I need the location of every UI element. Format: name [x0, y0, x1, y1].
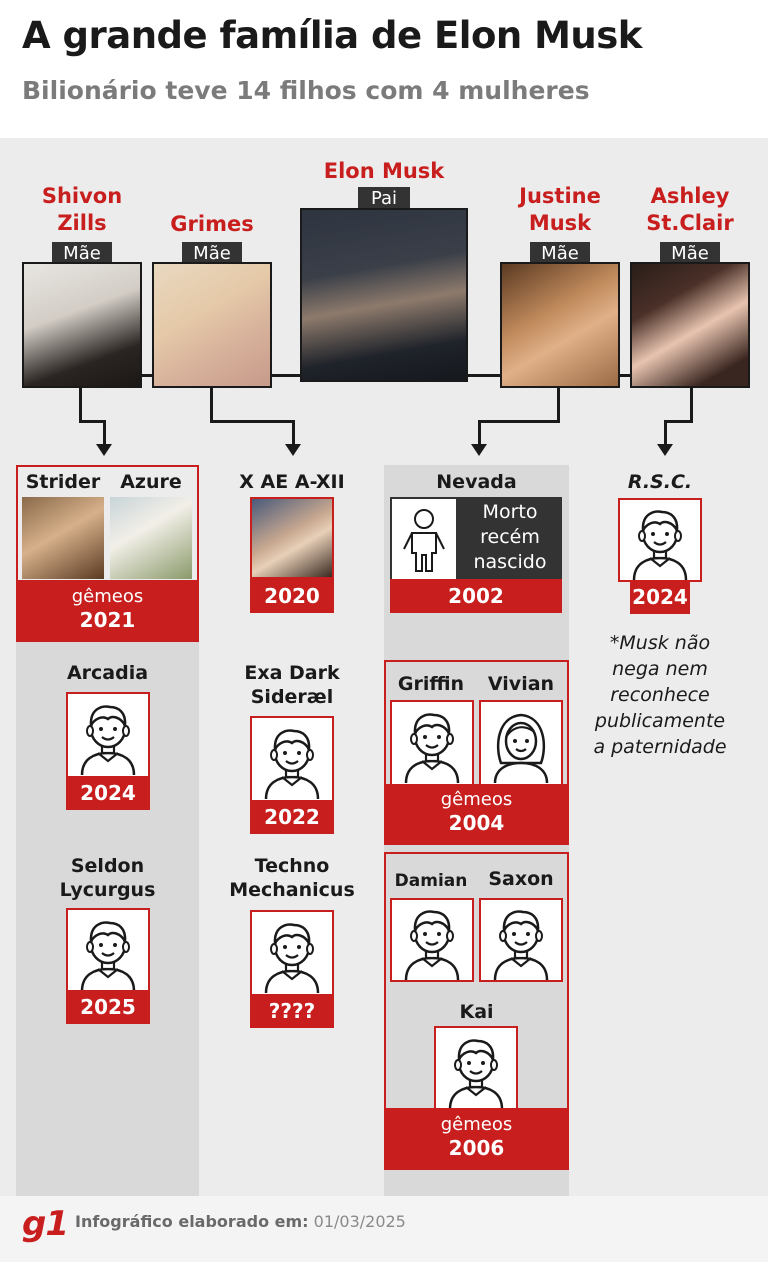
avatar-seldon	[66, 908, 150, 994]
paternity-note: *Musk não nega nem reconhece publicament…	[593, 632, 727, 758]
year-badge-2006: gêmeos 2006	[384, 1108, 569, 1170]
photo-elon	[300, 208, 468, 382]
photo-justine	[500, 262, 620, 388]
child-name-seldon: Seldon Lycurgus	[59, 855, 156, 901]
credit-date: 01/03/2025	[313, 1212, 406, 1231]
photo-xae	[250, 497, 334, 579]
child-name-azure: Azure	[120, 471, 182, 493]
year-badge-nevada: 2002	[390, 579, 562, 613]
child-name-rsc: R.S.C.	[627, 471, 693, 493]
connector-shivon-v	[103, 420, 106, 446]
arrow-down-icon	[657, 444, 673, 456]
g1-logo: g1	[22, 1204, 69, 1244]
child-avatar-icon	[481, 900, 561, 980]
child-name-vivian: Vivian	[487, 673, 555, 695]
year-badge-arcadia: 2024	[66, 776, 150, 810]
photo-shivon	[22, 262, 142, 388]
year-badge-rsc: 2024	[630, 580, 690, 614]
child-avatar-icon	[68, 910, 148, 992]
child-name-griffin: Griffin	[397, 673, 465, 695]
nevada-icon-box	[392, 499, 456, 579]
parent-name-justine: Justine Musk	[519, 184, 601, 235]
connector-shivon-h	[79, 420, 105, 423]
parent-name-ashley: Ashley St.Clair	[646, 184, 734, 235]
year-badge-2021: gêmeos 2021	[16, 580, 199, 642]
year-badge-xae: 2020	[250, 579, 334, 613]
parent-name-elon: Elon Musk	[323, 159, 445, 183]
avatar-techno	[250, 910, 334, 996]
connector-ashley	[690, 388, 693, 422]
avatar-arcadia	[66, 692, 150, 778]
arrow-down-icon	[471, 444, 487, 456]
connector-grimes-h	[210, 420, 295, 423]
child-name-kai: Kai	[459, 1001, 494, 1023]
connector-ashley-h	[664, 420, 693, 423]
child-avatar-icon	[252, 718, 332, 800]
avatar-saxon	[479, 898, 563, 982]
page-subtitle: Bilionário teve 14 filhos com 4 mulheres	[22, 76, 590, 105]
connector-grimes	[210, 388, 213, 422]
arrow-down-icon	[285, 444, 301, 456]
footer-credit: Infográfico elaborado em: 01/03/2025	[75, 1212, 406, 1231]
photo-ashley	[630, 262, 750, 388]
page-title: A grande família de Elon Musk	[22, 14, 642, 57]
child-name-exa: Exa Dark Sideræl	[244, 662, 340, 708]
child-avatar-icon	[392, 702, 472, 784]
footer	[0, 1196, 768, 1262]
avatar-exa	[250, 716, 334, 802]
child-avatar-icon	[481, 702, 561, 784]
avatar-griffin	[390, 700, 474, 786]
child-avatar-icon	[68, 694, 148, 776]
parent-name-grimes: Grimes	[170, 212, 254, 236]
avatar-rsc	[618, 498, 702, 582]
arrow-down-icon	[96, 444, 112, 456]
photo-strider	[22, 497, 104, 579]
year-badge-techno: ????	[250, 994, 334, 1028]
connector-justine-h	[478, 420, 560, 423]
baby-outline-icon	[403, 509, 445, 572]
connector-justine	[557, 388, 560, 422]
child-name-damian: Damian	[394, 871, 468, 891]
child-name-strider: Strider	[25, 471, 101, 493]
parent-name-shivon: Shivon Zills	[41, 184, 123, 235]
child-name-xae: X AE A-XII	[239, 471, 345, 493]
child-avatar-icon	[392, 900, 472, 980]
nevada-note: Morto recém nascido	[473, 501, 547, 573]
child-name-techno: Techno Mechanicus	[229, 855, 355, 901]
connector-ashley-v	[664, 420, 667, 446]
header	[0, 0, 768, 138]
child-avatar-icon	[620, 500, 700, 580]
child-name-saxon: Saxon	[488, 868, 554, 890]
year-badge-seldon: 2025	[66, 990, 150, 1024]
photo-azure	[110, 497, 192, 579]
child-name-arcadia: Arcadia	[66, 662, 149, 684]
connector-shivon	[79, 388, 82, 422]
avatar-vivian	[479, 700, 563, 786]
avatar-kai	[434, 1026, 518, 1112]
year-badge-exa: 2022	[250, 800, 334, 834]
connector-grimes-v	[292, 420, 295, 446]
year-badge-2004: gêmeos 2004	[384, 784, 569, 845]
child-avatar-icon	[252, 912, 332, 994]
child-name-nevada: Nevada	[436, 471, 517, 493]
avatar-damian	[390, 898, 474, 982]
connector-justine-v	[478, 420, 481, 446]
role-badge-elon: Pai	[358, 187, 410, 211]
photo-grimes	[152, 262, 272, 388]
child-avatar-icon	[436, 1028, 516, 1110]
